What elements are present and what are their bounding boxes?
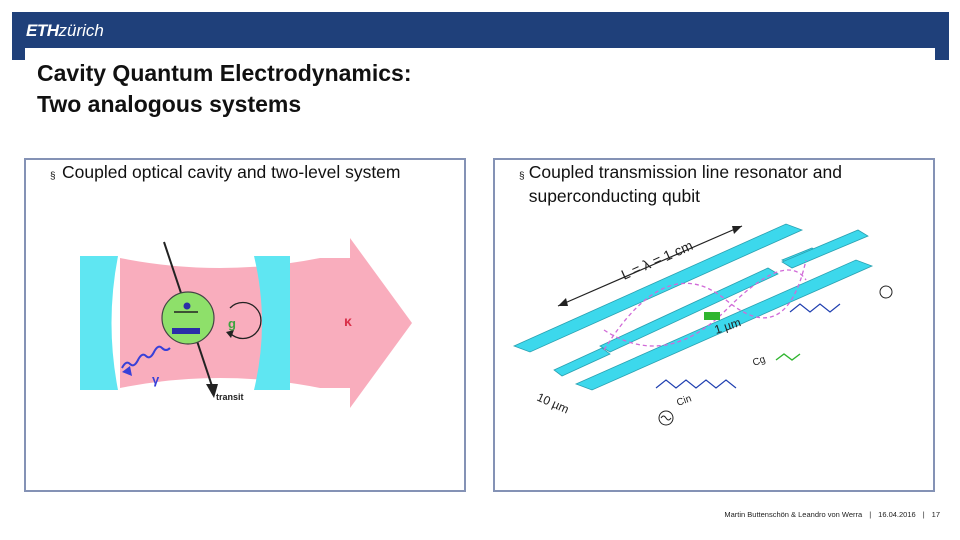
footer-date: 16.04.2016	[878, 510, 916, 519]
right-bullet-text: Coupled transmission line resonator and …	[528, 162, 842, 206]
resonator-bottom-strip	[574, 259, 874, 391]
output-detector	[879, 285, 893, 299]
eth-zurich-logo[interactable]: ETHzürich	[26, 20, 104, 42]
atom-circle	[161, 291, 215, 345]
label-kappa: κ	[344, 313, 352, 329]
ac-source-wave	[660, 415, 672, 421]
standing-wave-mirror	[603, 269, 807, 347]
electron	[183, 302, 191, 310]
label-t: t	[210, 381, 215, 397]
slide-title: Cavity Quantum Electrodynamics: Two anal…	[37, 58, 637, 120]
output-line-strip	[781, 229, 869, 269]
coupling-loop	[229, 301, 262, 340]
trajectory-arrowhead	[206, 384, 218, 398]
standing-wave	[603, 259, 807, 351]
footer-separator: |	[869, 510, 872, 519]
logo-eth-text: ETH	[26, 21, 59, 40]
footer-separator: |	[922, 510, 925, 519]
bullet-marker: §	[519, 171, 525, 182]
header-inner-band	[25, 48, 935, 62]
logo-zurich-text: zürich	[58, 21, 104, 40]
coupling-arrowhead	[226, 330, 234, 338]
right-bullet-item: § Coupled transmission line resonator an…	[505, 160, 925, 208]
optical-cavity-diagram: g κ γ t transit	[80, 238, 412, 408]
label-10um: 10 µm	[535, 390, 571, 416]
label-g: g	[228, 316, 236, 331]
ac-source	[658, 410, 674, 426]
length-arrow-head-b	[732, 226, 742, 234]
input-line-short	[553, 347, 611, 377]
length-arrow-head-a	[558, 298, 568, 306]
left-bullet-item: § Coupled optical cavity and two-level s…	[36, 160, 466, 189]
label-gamma: γ	[152, 372, 160, 387]
resonator-top-strip	[512, 223, 804, 353]
length-arrow	[557, 225, 743, 307]
bullet-marker: §	[50, 171, 56, 182]
qubit-circuit	[775, 353, 801, 361]
slide-footer: Martin Buttenschön & Leandro von Werra | 1…	[660, 509, 940, 521]
transmission-line-diagram: L = λ = 1 cm 1 µm 10 µm Cg Cin	[512, 223, 893, 426]
emission-wave	[121, 345, 171, 369]
slide-title-line-1: Cavity Quantum Electrodynamics:	[37, 60, 412, 86]
circuit-wire	[655, 379, 737, 389]
right-mirror	[254, 256, 290, 390]
footer-page-number: 17	[931, 510, 940, 519]
ground-level	[172, 328, 200, 334]
footer-authors: Martin Buttenschön & Leandro von Werra	[724, 510, 863, 519]
label-cg: Cg	[751, 354, 767, 369]
qubit-junction	[704, 312, 720, 320]
label-cin: Cin	[675, 393, 693, 408]
resonator-center-strip	[599, 267, 779, 353]
circuit-wire-right	[789, 303, 841, 313]
slide-title-line-2: Two analogous systems	[37, 91, 302, 117]
emission-arrowhead	[122, 366, 132, 376]
label-transit: transit	[216, 392, 244, 402]
left-bullet-text: Coupled optical cavity and two-level sys…	[62, 162, 401, 182]
left-mirror	[80, 256, 118, 390]
